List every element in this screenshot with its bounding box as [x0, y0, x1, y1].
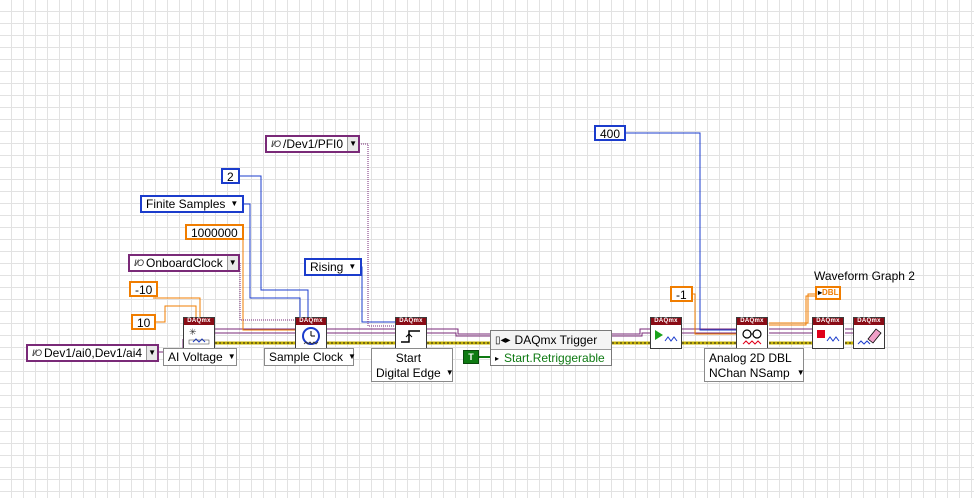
stop-icon	[813, 325, 843, 348]
create-channel-icon: ✳	[184, 325, 214, 348]
property-node-icon: ▯◂▸	[495, 334, 511, 346]
vi-header: DAQmx	[296, 318, 326, 325]
edge-value: Rising	[310, 260, 344, 274]
constant-timeout[interactable]: -1	[670, 286, 693, 302]
graph-terminal-type: DBL	[822, 288, 839, 297]
property-row[interactable]: ▸ Start.Retriggerable	[491, 350, 611, 366]
daqmx-start-trigger-vi[interactable]: DAQmx	[395, 317, 427, 349]
terminal-arrow-icon: ▸	[818, 288, 823, 297]
dropdown-arrow-icon[interactable]: ▼	[230, 199, 239, 208]
constant-min-value[interactable]: -10	[129, 281, 159, 297]
digital-edge-icon	[396, 325, 426, 348]
dropdown-arrow-icon[interactable]: ▼	[445, 368, 454, 377]
dropdown-arrow-icon[interactable]: ▼	[348, 262, 357, 271]
eraser-icon	[854, 325, 884, 348]
daqmx-create-channel-vi[interactable]: DAQmx ✳	[183, 317, 215, 349]
vi-header: DAQmx	[813, 318, 843, 325]
start-digital-edge-selector[interactable]: Start Digital Edge ▼	[371, 348, 454, 382]
glasses-icon	[737, 325, 767, 348]
daqmx-read-vi[interactable]: DAQmx	[736, 317, 768, 349]
dropdown-arrow-icon[interactable]: ▼	[348, 352, 356, 361]
daqmx-clear-task-vi[interactable]: DAQmx	[853, 317, 885, 349]
property-arrow-icon: ▸	[495, 353, 500, 363]
svg-text:✳: ✳	[189, 327, 197, 337]
waveform-graph-label: Waveform Graph 2	[814, 269, 915, 283]
constant-clock-source[interactable]: I/O OnboardClock ▼	[128, 254, 240, 272]
sample-mode-value: Finite Samples	[146, 197, 226, 211]
property-node-header: ▯◂▸ DAQmx Trigger	[491, 331, 611, 350]
vi-header: DAQmx	[396, 318, 426, 325]
nchan-nsamp-label: NChan NSamp	[709, 366, 790, 380]
io-icon: I/O	[134, 258, 144, 268]
dropdown-arrow-icon[interactable]: ▼	[227, 352, 236, 361]
sample-clock-selector[interactable]: Sample Clock ▼	[264, 348, 356, 366]
daqmx-start-task-vi[interactable]: DAQmx	[650, 317, 682, 349]
ai-voltage-label: AI Voltage	[168, 350, 223, 364]
daqmx-timing-vi[interactable]: DAQmx	[295, 317, 327, 349]
constant-physical-channels[interactable]: I/O Dev1/ai0,Dev1/ai4 ▼	[26, 344, 160, 362]
dropdown-arrow-icon[interactable]: ▼	[796, 368, 805, 377]
io-icon: I/O	[271, 139, 281, 149]
io-icon: I/O	[32, 348, 42, 358]
physical-channels-value: Dev1/ai0,Dev1/ai4	[44, 346, 143, 360]
vi-header: DAQmx	[854, 318, 884, 325]
daqmx-stop-task-vi[interactable]: DAQmx	[812, 317, 844, 349]
waveform-graph-terminal[interactable]: ▸DBL	[815, 286, 841, 300]
trigger-source-value: /Dev1/PFI0	[283, 137, 344, 151]
vi-header: DAQmx	[184, 318, 214, 325]
constant-trigger-source[interactable]: I/O /Dev1/PFI0 ▼	[265, 135, 361, 153]
start-label: Start	[395, 351, 422, 365]
constant-rate[interactable]: 1000000	[185, 224, 244, 240]
sample-clock-label: Sample Clock	[269, 350, 344, 364]
vi-header: DAQmx	[737, 318, 767, 325]
constant-max-value[interactable]: 10	[131, 314, 157, 330]
ring-sample-mode[interactable]: Finite Samples ▼	[140, 195, 245, 213]
daqmx-trigger-property-node[interactable]: ▯◂▸ DAQmx Trigger ▸ Start.Retriggerable	[490, 330, 612, 366]
play-icon	[651, 325, 681, 348]
constant-two[interactable]: 2	[221, 168, 240, 184]
start-retriggerable-label: Start.Retriggerable	[504, 351, 605, 365]
analog-2d-dbl-label: Analog 2D DBL	[709, 351, 792, 365]
clock-source-value: OnboardClock	[146, 256, 223, 270]
boolean-true-constant[interactable]: T	[463, 350, 479, 364]
property-node-title: DAQmx Trigger	[514, 333, 598, 347]
vi-header: DAQmx	[651, 318, 681, 325]
clock-icon	[296, 325, 326, 348]
ring-edge[interactable]: Rising ▼	[304, 258, 363, 276]
analog-read-selector[interactable]: Analog 2D DBL NChan NSamp ▼	[704, 348, 805, 382]
dropdown-arrow-icon[interactable]: ▼	[146, 346, 158, 360]
digital-edge-label: Digital Edge	[376, 366, 441, 380]
dropdown-arrow-icon[interactable]: ▼	[226, 256, 238, 270]
ai-voltage-selector[interactable]: AI Voltage ▼	[163, 348, 237, 366]
constant-samples-per-chan[interactable]: 400	[594, 125, 627, 141]
dropdown-arrow-icon[interactable]: ▼	[347, 137, 359, 151]
